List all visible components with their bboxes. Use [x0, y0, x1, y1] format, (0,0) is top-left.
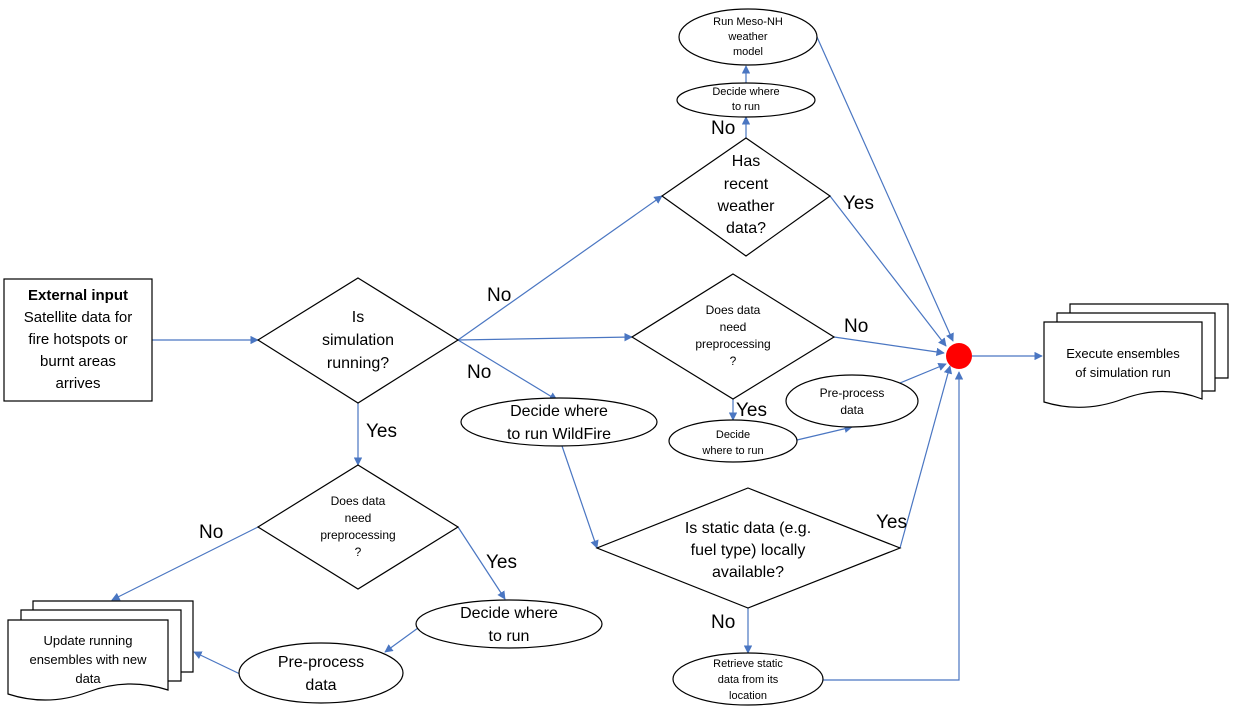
edge-static-yes-to-merge — [899, 365, 953, 549]
edge-label-yes-static: Yes — [876, 512, 907, 533]
node-line: Pre-process — [820, 386, 885, 400]
node-line: weather — [727, 31, 767, 43]
decision-line: fuel type) locally — [691, 542, 806, 559]
node-line: Decide where — [510, 403, 608, 420]
decision-line: recent — [724, 176, 769, 193]
edge-preprocess-to-merge — [899, 363, 947, 384]
edge-label-no-mesonh: No — [711, 118, 735, 139]
update-running-ensembles-node: Update running ensembles with new data — [7, 600, 194, 701]
edge-retrieve-to-merge — [823, 371, 964, 681]
node-line: data — [840, 403, 864, 417]
edge-wildfire-to-static — [561, 445, 599, 549]
run-mesonh-node: Run Meso-NH weather model — [678, 8, 818, 66]
decision-line: available? — [712, 564, 784, 581]
edge-running-to-wildfire — [457, 339, 558, 401]
node-line: data — [305, 677, 336, 694]
edge-preproc-no-to-merge — [833, 336, 945, 357]
retrieve-static-node: Retrieve static data from its location — [672, 652, 824, 706]
edges — [111, 36, 1043, 681]
edge-preproc-bottom-yes-to-decide — [457, 526, 506, 600]
edge-label-no-preproc-bottom: No — [199, 522, 223, 543]
decision-line: need — [345, 511, 372, 525]
edge-labels: No No Yes No Yes No Yes Yes No No Yes — [199, 118, 907, 633]
node-line: ensembles with new — [29, 652, 147, 667]
edge-running-to-preproc-top — [457, 332, 633, 342]
edge-running-to-weather — [457, 195, 663, 341]
external-input-line: fire hotspots or — [28, 331, 127, 348]
decision-line: Does data — [706, 303, 761, 317]
decision-line: running? — [327, 355, 389, 372]
edge-decide-bottom-to-preprocess — [384, 627, 419, 653]
is-simulation-running-decision: Is simulation running? — [256, 277, 460, 404]
node-line: Decide where — [460, 605, 558, 622]
node-line: data from its — [718, 674, 779, 686]
node-line: to run WildFire — [507, 426, 611, 443]
node-line: to run — [732, 101, 760, 113]
node-line: model — [733, 46, 763, 58]
decision-line: weather — [717, 198, 776, 215]
node-line: Execute ensembles — [1066, 346, 1180, 361]
edge-label-no-static: No — [711, 612, 735, 633]
static-data-available-decision: Is static data (e.g. fuel type) locally … — [595, 487, 902, 609]
edge-label-yes-preproc-top: Yes — [736, 400, 767, 421]
edge-decide-to-preprocess — [796, 424, 853, 441]
has-weather-data-decision: Has recent weather data? — [660, 137, 832, 257]
decision-line: ? — [355, 545, 362, 559]
execute-ensembles-node: Execute ensembles of simulation run — [1043, 303, 1229, 408]
decision-line: Does data — [331, 494, 386, 508]
decision-line: simulation — [322, 332, 394, 349]
needs-preprocessing-bottom-decision: Does data need preprocessing ? — [256, 464, 460, 590]
preprocess-top-node: Pre-process data — [785, 374, 919, 428]
decide-where-preproc-top-node: Decide where to run — [668, 419, 798, 463]
decide-where-wildfire-node: Decide where to run WildFire — [460, 397, 658, 447]
edge-label-no-wildfire: No — [467, 362, 491, 383]
preprocess-bottom-node: Pre-process data — [238, 642, 404, 704]
needs-preprocessing-top-decision: Does data need preprocessing ? — [630, 273, 836, 400]
edge-label-no-weather: No — [487, 285, 511, 306]
edge-preprocess-bottom-to-update — [193, 651, 241, 675]
node-line: where to run — [701, 445, 763, 457]
external-input-box: External input Satellite data for fire h… — [3, 278, 153, 402]
edge-label-yes-preproc-bottom: Yes — [486, 552, 517, 573]
node-line: Retrieve static — [713, 658, 783, 670]
decision-line: preprocessing — [320, 528, 395, 542]
node-line: Decide where — [712, 86, 779, 98]
edge-label-yes-weather: Yes — [843, 193, 874, 214]
edge-preproc-bottom-no-to-update — [111, 526, 259, 601]
node-line: of simulation run — [1075, 365, 1170, 380]
decision-line: Is static data (e.g. — [685, 520, 811, 537]
external-input-line: burnt areas — [40, 353, 116, 370]
node-line: Pre-process — [278, 654, 364, 671]
decide-where-weather-node: Decide where to run — [676, 82, 816, 118]
node-line: data — [75, 671, 101, 686]
external-input-line: Satellite data for — [24, 309, 132, 326]
external-input-line: arrives — [55, 375, 100, 392]
node-line: location — [729, 690, 767, 702]
node-line: Decide — [716, 429, 750, 441]
merge-node — [946, 343, 972, 369]
node-line: Run Meso-NH — [713, 16, 783, 28]
decision-line: data? — [726, 220, 766, 237]
node-line: to run — [489, 628, 530, 645]
edge-label-yes-running: Yes — [366, 421, 397, 442]
decision-line: Is — [352, 309, 364, 326]
decide-where-bottom-node: Decide where to run — [415, 599, 603, 649]
decision-line: Has — [732, 153, 760, 170]
edge-weather-yes-to-merge — [829, 195, 947, 347]
decision-line: ? — [730, 354, 737, 368]
node-line: Update running — [44, 633, 133, 648]
edge-label-no-preproc-top: No — [844, 316, 868, 337]
external-input-title: External input — [28, 287, 128, 304]
decision-line: preprocessing — [695, 337, 770, 351]
decision-line: need — [720, 320, 747, 334]
edge-mesonh-to-merge — [816, 36, 954, 342]
